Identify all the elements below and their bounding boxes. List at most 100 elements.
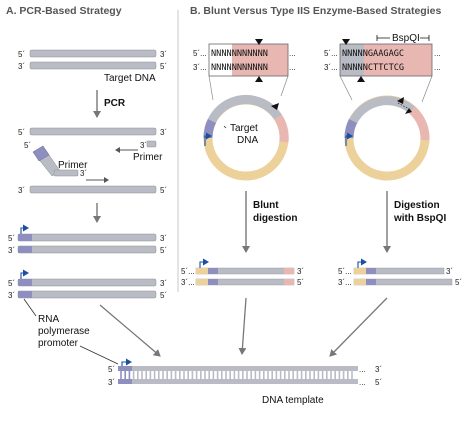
pcr-label: PCR [104,98,126,109]
cut-site-bottom [357,76,365,82]
label-5prime: 5´ [455,278,462,287]
forward-primer [53,169,79,177]
bspqi-label-bg [390,31,420,43]
promoter-callout-line-2 [79,345,119,365]
label-5prime: 5´ [18,128,25,137]
cut-site [271,103,279,110]
primer-label-top: Primer [58,160,88,171]
label-3prime: 3´ [446,267,453,276]
label-3prime: 3´... [181,278,195,287]
promoter-segment [32,145,50,162]
dna-strand [29,127,157,136]
bspqi-sequence-box: 5´... NNNNNGAAGAGC ... 3´... NNNNNCTTCTC… [324,31,441,82]
cut-site [405,108,412,114]
promoter-segment [208,268,218,274]
dna-template-label: DNA template [262,395,324,406]
plasmid-bspqi [344,95,430,181]
label-5prime: 5´ [24,141,31,150]
pink-region [274,114,289,143]
rna-label-line1: RNA [38,314,59,325]
sequence-frame [208,43,289,77]
label-5prime: 5´ [160,62,167,71]
label-3prime: 3´ [108,378,115,387]
label-3prime: 3´ [160,128,167,137]
rna-label-line3: promoter [38,338,79,349]
label-5prime: 5´ [8,234,15,243]
plasmid-blunt [203,95,289,181]
rna-label-line2: polymerase [38,326,90,337]
cut-site-bottom [255,76,263,82]
dna-strand [17,278,157,287]
label-3prime: 3´ [160,279,167,288]
ellipsis: ... [359,365,366,374]
label-3prime: 3´ [160,50,167,59]
zoom-line [280,75,289,97]
pink-highlight [364,44,432,76]
cut-site-top [342,39,350,45]
blunt-sequence-box: 5´... NNNNNNNNNNN ... 3´... NNNNNNNNNNN … [193,39,296,82]
dna-strand [17,233,157,242]
label-3prime: 3´... [324,63,338,72]
promoter-segment [366,268,376,274]
digestion-label-line2: with BspQI [393,213,446,224]
promoter-segment [208,279,218,285]
label-3prime: 3´ [160,234,167,243]
dna-strand [17,290,157,299]
dna-template: 5´ 3´ ... ... 3´ 5´ [108,358,382,387]
label-5prime: 5´ [297,278,304,287]
target-callout [223,125,227,129]
label-3prime: 3´... [338,278,352,287]
cut-site [397,97,404,104]
dna-strand [29,61,157,70]
base-pair-rungs [120,371,353,379]
label-5prime: 5´ [375,378,382,387]
zoom-line [208,75,214,101]
label-3prime: 3´ [80,169,87,178]
transcription-start-arrow [20,224,29,234]
converge-arrow-bspqi [329,297,388,357]
pink-region [408,106,430,141]
label-5prime: 5´ [160,186,167,195]
label-5prime: 5´ [160,246,167,255]
sequence-frame [339,43,433,77]
ellipsis: ... [289,49,296,58]
promoter-segment [18,234,32,241]
linear-bspqi: 5´... 3´ 3´... 5´ [338,258,462,287]
vector-segment [196,268,208,274]
blunt-seq-bottom: NNNNNNNNNNN [211,63,268,73]
transcription-start-arrow [199,258,209,268]
label-5prime: 5´... [193,49,207,58]
target-dna-strands: 5´ 3´ 3´ 5´ [18,49,167,71]
bspqi-label: BspQI [392,33,420,44]
vector-segment [354,268,366,274]
label-5prime: 5´... [338,267,352,276]
zoom-line [339,75,353,101]
transcription-start-arrow [345,132,353,146]
label-3prime: 3´ [140,141,147,150]
promoter-segment [18,246,32,253]
promoter-segment [366,279,376,285]
ellipsis: ... [359,378,366,387]
target-insert [344,96,415,139]
label-3prime: 3´ [375,365,382,374]
target-label-line1: Target [230,123,258,134]
promoter-segment [118,379,132,384]
blunt-seq-top: NNNNNNNNNNN [211,49,268,59]
linear-blunt: 5´... 3´ 3´... 5´ [181,258,304,287]
pink-highlight [232,44,288,76]
target-dna-label: Target DNA [104,73,156,84]
vector-segment [354,279,366,285]
cut-site-top [255,39,263,45]
pcr-product-2: 5´ 3´ 3´ 5´ [8,269,167,300]
pink-segment [284,268,294,274]
promoter-segment [118,366,132,371]
dna-strand [29,49,157,58]
zoom-line [421,75,433,103]
transcription-start-arrow [357,258,367,268]
vector-segment [196,279,208,285]
label-3prime: 3´ [8,291,15,300]
label-5prime: 5´ [160,291,167,300]
cut-dotted [397,102,412,111]
